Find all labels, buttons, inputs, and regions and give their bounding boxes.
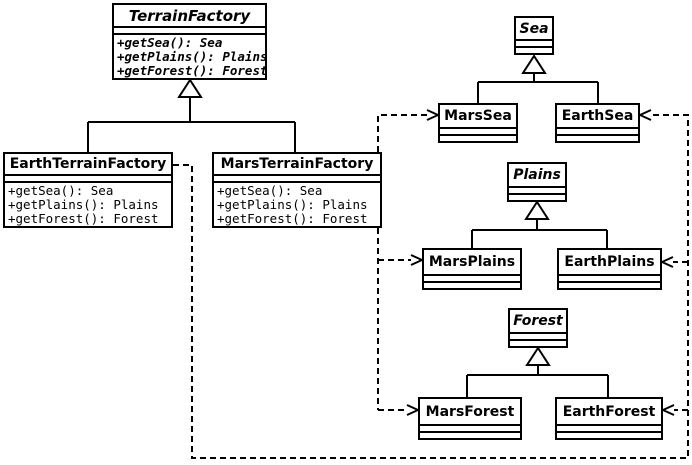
generalization-arrowhead [525, 346, 551, 366]
class-box-marsplains: MarsPlains [422, 248, 522, 290]
generalization-arrowhead [521, 54, 547, 74]
attributes-compartment [557, 127, 638, 134]
open-arrowhead [426, 109, 439, 121]
methods-compartment [557, 431, 661, 438]
attributes-compartment [557, 424, 661, 431]
class-title: MarsForest [425, 403, 515, 420]
class-box-terrainfactory: TerrainFactory +getSea(): Sea +getPlains… [112, 3, 267, 80]
open-arrowhead [410, 254, 423, 266]
methods-compartment [440, 134, 516, 141]
class-box-earthplains: EarthPlains [557, 248, 662, 290]
class-title: MarsSea [444, 108, 512, 124]
method-item: +getPlains(): Plains [117, 49, 265, 64]
method-item: +getPlains(): Plains [217, 197, 368, 212]
class-box-earthforest: EarthForest [555, 397, 663, 440]
attributes-compartment [559, 274, 660, 281]
methods-compartment [424, 281, 520, 288]
methods-compartment [509, 193, 565, 200]
class-title: Plains [513, 167, 561, 183]
method-item: +getForest(): Forest [117, 63, 265, 78]
class-title: TerrainFactory [128, 6, 251, 25]
class-box-forest: Forest [508, 308, 568, 348]
inheritance-connector-terrainfactory [87, 78, 296, 152]
class-box-marsforest: MarsForest [418, 397, 522, 440]
open-arrowhead [406, 404, 419, 416]
class-title: Forest [513, 313, 563, 329]
dependency-arrowheads-earth [639, 109, 675, 416]
methods-compartment [557, 134, 638, 141]
inheritance-connector-forest [466, 346, 609, 397]
class-box-marsterrainfactory: MarsTerrainFactory +getSea(): Sea +getPl… [212, 152, 382, 228]
class-title: EarthPlains [564, 254, 655, 270]
generalization-arrowhead [524, 200, 550, 220]
open-arrowhead [639, 109, 652, 121]
inheritance-connector-plains [471, 200, 608, 248]
methods-compartment: +getSea(): Sea +getPlains(): Plains +get… [214, 181, 380, 226]
dependency-arrowheads-mars [406, 109, 439, 416]
method-item: +getSea(): Sea [217, 183, 323, 198]
method-item: +getForest(): Forest [217, 211, 368, 226]
attributes-compartment [440, 127, 516, 134]
class-box-plains: Plains [507, 162, 567, 202]
class-box-sea: Sea [514, 16, 554, 55]
attributes-compartment [114, 26, 265, 33]
open-arrowhead [662, 404, 675, 416]
attributes-compartment [516, 39, 552, 46]
dependency-bus-earth [173, 114, 689, 459]
class-title: MarsTerrainFactory [220, 156, 374, 172]
methods-compartment [516, 46, 552, 53]
methods-compartment [559, 281, 660, 288]
class-box-earthsea: EarthSea [555, 103, 640, 143]
class-box-earthterrainfactory: EarthTerrainFactory +getSea(): Sea +getP… [3, 152, 173, 228]
methods-compartment: +getSea(): Sea +getPlains(): Plains +get… [114, 33, 265, 78]
attributes-compartment [424, 274, 520, 281]
method-item: +getSea(): Sea [8, 183, 114, 198]
class-title: EarthTerrainFactory [9, 156, 167, 172]
class-title: EarthSea [561, 108, 634, 124]
class-box-marssea: MarsSea [438, 103, 518, 143]
attributes-compartment [420, 424, 520, 431]
methods-compartment [510, 339, 566, 346]
methods-compartment [420, 431, 520, 438]
attributes-compartment [5, 174, 171, 181]
generalization-arrowhead [177, 78, 203, 98]
methods-compartment: +getSea(): Sea +getPlains(): Plains +get… [5, 181, 171, 226]
class-title: MarsPlains [428, 254, 516, 270]
method-item: +getSea(): Sea [117, 35, 223, 50]
method-item: +getForest(): Forest [8, 211, 159, 226]
inheritance-connector-sea [477, 54, 599, 103]
dependency-bus-mars [377, 114, 427, 411]
open-arrowhead [661, 256, 674, 268]
method-item: +getPlains(): Plains [8, 197, 159, 212]
class-title: EarthForest [562, 403, 656, 420]
attributes-compartment [214, 174, 380, 181]
attributes-compartment [510, 332, 566, 339]
class-title: Sea [519, 20, 549, 37]
attributes-compartment [509, 186, 565, 193]
